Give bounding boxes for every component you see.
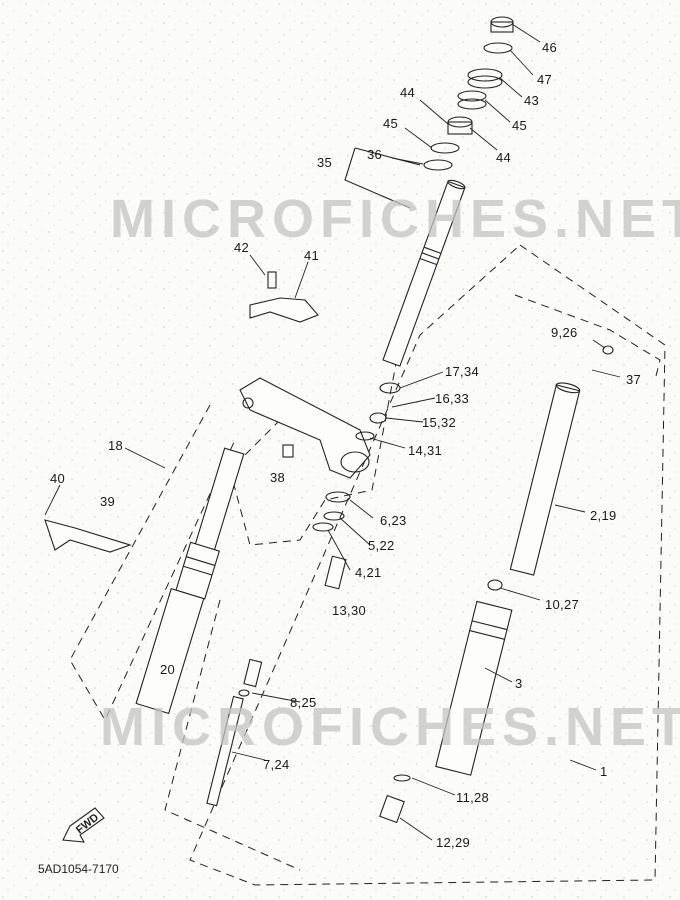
watermark-bottom: MICROFICHES.NET bbox=[100, 697, 680, 757]
callout-16-33: 16,33 bbox=[435, 391, 470, 406]
callout-47: 47 bbox=[537, 72, 553, 87]
watermark-top: MICROFICHES.NET bbox=[110, 189, 680, 249]
callout-6-23: 6,23 bbox=[380, 513, 407, 528]
callout-40: 40 bbox=[50, 471, 66, 486]
figure-code: 5AD1054-7170 bbox=[38, 862, 119, 876]
callout-3: 3 bbox=[515, 676, 523, 691]
callout-5-22: 5,22 bbox=[368, 538, 395, 553]
callout-1: 1 bbox=[600, 764, 608, 779]
stem-bearings bbox=[423, 16, 514, 171]
callout-4-21: 4,21 bbox=[355, 565, 382, 580]
under-bracket bbox=[239, 377, 371, 479]
callout-44: 44 bbox=[400, 85, 416, 100]
callout-17-34: 17,34 bbox=[445, 364, 480, 379]
callout-36: 36 bbox=[367, 147, 383, 162]
callout-13-30: 13,30 bbox=[332, 603, 367, 618]
callout-45: 45 bbox=[512, 118, 528, 133]
steering-stem bbox=[382, 179, 466, 367]
callout-45: 45 bbox=[383, 116, 399, 131]
callout-12-29: 12,29 bbox=[436, 835, 471, 850]
callout-39: 39 bbox=[100, 494, 116, 509]
callout-11-28: 11,28 bbox=[456, 790, 490, 805]
callout-38: 38 bbox=[270, 470, 286, 485]
callout-2-19: 2,19 bbox=[590, 508, 617, 523]
callout-41: 41 bbox=[304, 248, 320, 263]
callout-9-26: 9,26 bbox=[551, 325, 578, 340]
callout-8-25: 8,25 bbox=[290, 695, 317, 710]
callout-14-31: 14,31 bbox=[408, 443, 443, 458]
callout-20: 20 bbox=[160, 662, 176, 677]
callout-15-32: 15,32 bbox=[422, 415, 457, 430]
callout-44: 44 bbox=[496, 150, 512, 165]
callout-18: 18 bbox=[108, 438, 124, 453]
callout-46: 46 bbox=[542, 40, 558, 55]
callout-35: 35 bbox=[317, 155, 333, 170]
callout-37: 37 bbox=[626, 372, 642, 387]
callout-43: 43 bbox=[524, 93, 540, 108]
callout-7-24: 7,24 bbox=[263, 757, 290, 772]
callout-42: 42 bbox=[234, 240, 250, 255]
left-fork bbox=[135, 447, 245, 715]
callout-10-27: 10,27 bbox=[545, 597, 580, 612]
